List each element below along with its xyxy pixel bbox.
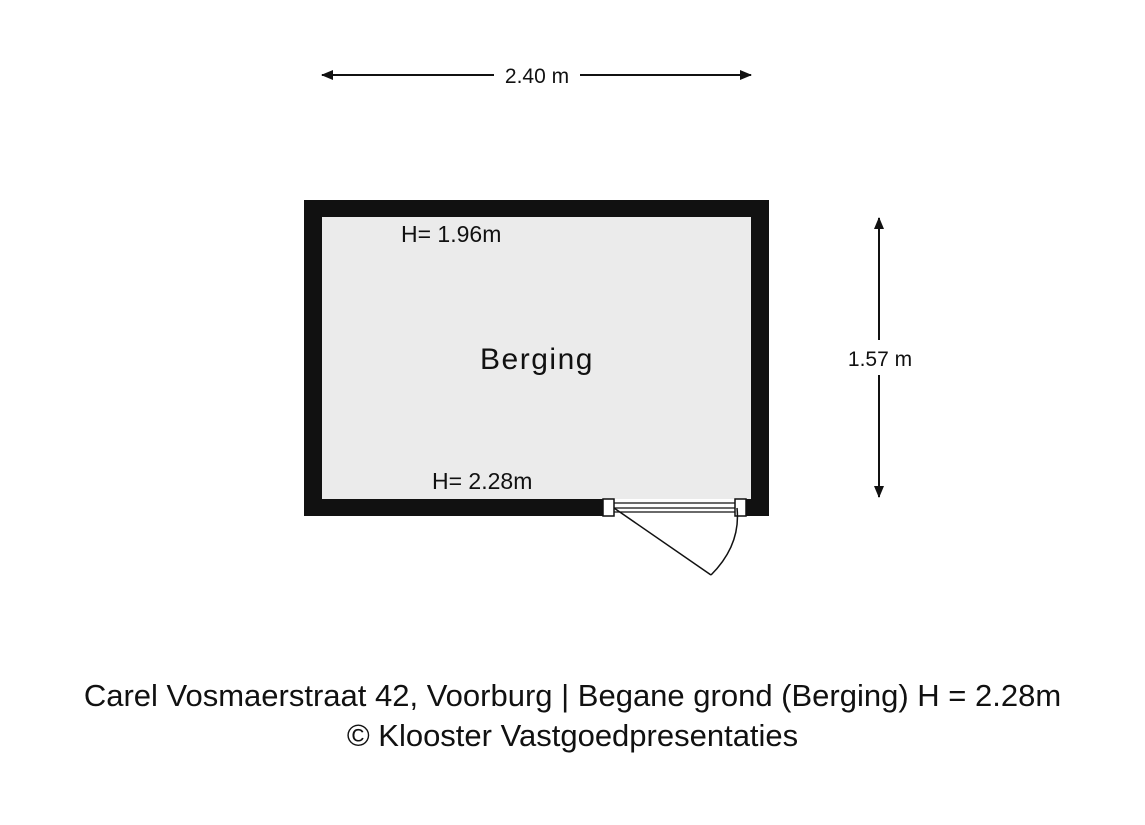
- room-berging: H= 1.96m Berging H= 2.28m: [304, 200, 769, 576]
- width-dimension: 2.40 m: [321, 65, 752, 88]
- room-floor: [322, 217, 751, 499]
- depth-dimension-label: 1.57 m: [848, 348, 912, 371]
- door-leaf: [613, 507, 712, 576]
- door-swing-arc: [710, 507, 739, 576]
- door-jamb-right: [734, 498, 747, 517]
- width-dimension-label: 2.40 m: [505, 65, 569, 88]
- depth-dimension: 1.57 m: [848, 217, 912, 498]
- caption-copyright: © Klooster Vastgoedpresentaties: [346, 718, 799, 753]
- caption-address: Carel Vosmaerstraat 42, Voorburg | Began…: [83, 678, 1062, 713]
- door-jamb-left: [602, 498, 615, 517]
- room-name-label: Berging: [480, 343, 594, 376]
- door-swing-icon: [602, 498, 747, 576]
- room-height-bottom-label: H= 2.28m: [432, 468, 532, 494]
- room-height-top-label: H= 1.96m: [401, 221, 501, 247]
